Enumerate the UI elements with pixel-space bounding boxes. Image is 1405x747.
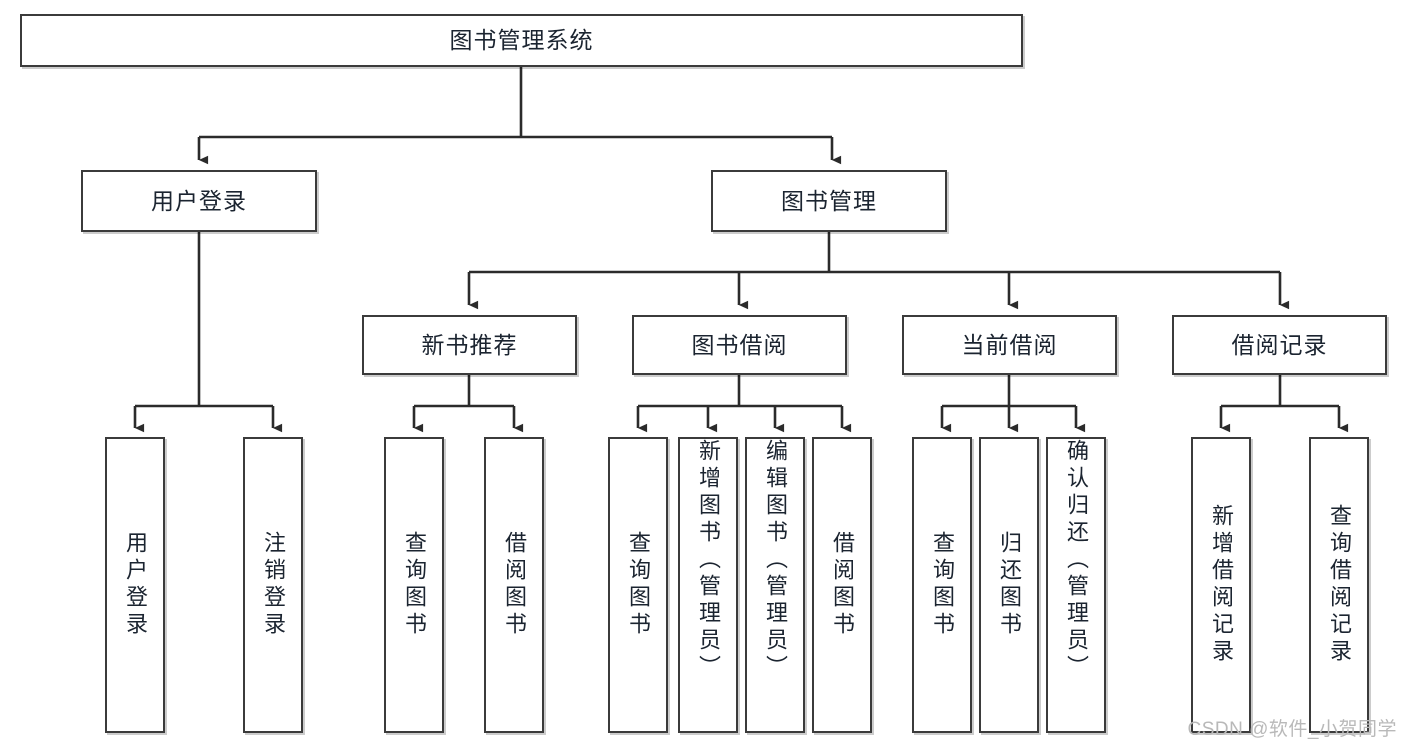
node-book-borrow[interactable]: 图书借阅 — [632, 315, 847, 375]
leaf-current-borrow-confirm-return-admin[interactable]: 确认归还（管理员） — [1046, 437, 1106, 733]
node-label: 借阅记录 — [1231, 331, 1328, 358]
node-label: 归还图书 — [997, 531, 1022, 639]
node-label: 图书管理系统 — [449, 27, 594, 54]
node-borrow-records[interactable]: 借阅记录 — [1172, 315, 1387, 375]
node-label: 查询图书 — [930, 531, 955, 639]
node-label: 新增图书（管理员） — [696, 439, 721, 682]
node-label: 查询图书 — [402, 531, 427, 639]
csdn-watermark: CSDN @软件_小贺同学 — [1187, 719, 1397, 740]
leaf-records-query-borrow-record[interactable]: 查询借阅记录 — [1309, 437, 1369, 733]
node-label: 图书管理 — [781, 187, 877, 214]
node-label: 借阅图书 — [830, 531, 855, 639]
node-label: 用户登录 — [151, 187, 247, 214]
leaf-current-borrow-query-book[interactable]: 查询图书 — [912, 437, 972, 733]
node-new-book-recommend[interactable]: 新书推荐 — [362, 315, 577, 375]
node-label: 查询借阅记录 — [1327, 504, 1352, 666]
leaf-book-borrow-add-book-admin[interactable]: 新增图书（管理员） — [678, 437, 738, 733]
node-current-borrow[interactable]: 当前借阅 — [902, 315, 1117, 375]
leaf-current-borrow-return-book[interactable]: 归还图书 — [979, 437, 1039, 733]
node-label: 图书借阅 — [691, 331, 788, 358]
leaf-records-add-borrow-record[interactable]: 新增借阅记录 — [1191, 437, 1251, 733]
node-book-management[interactable]: 图书管理 — [711, 170, 947, 232]
node-label: 确认归还（管理员） — [1064, 439, 1089, 682]
leaf-user-login-login[interactable]: 用户登录 — [105, 437, 165, 733]
node-label: 注销登录 — [261, 531, 286, 639]
leaf-book-borrow-query-book[interactable]: 查询图书 — [608, 437, 668, 733]
leaf-book-borrow-borrow-book[interactable]: 借阅图书 — [812, 437, 872, 733]
node-user-login[interactable]: 用户登录 — [81, 170, 317, 232]
node-label: 新增借阅记录 — [1209, 504, 1234, 666]
node-label: 当前借阅 — [961, 331, 1058, 358]
node-label: 新书推荐 — [421, 331, 518, 358]
node-label: 编辑图书（管理员） — [763, 439, 788, 682]
node-root-book-management-system[interactable]: 图书管理系统 — [20, 14, 1023, 67]
node-label: 查询图书 — [626, 531, 651, 639]
leaf-book-borrow-edit-book-admin[interactable]: 编辑图书（管理员） — [745, 437, 805, 733]
node-label: 用户登录 — [123, 531, 148, 639]
node-label: 借阅图书 — [502, 531, 527, 639]
leaf-new-book-borrow-book[interactable]: 借阅图书 — [484, 437, 544, 733]
leaf-user-login-logout[interactable]: 注销登录 — [243, 437, 303, 733]
leaf-new-book-query-book[interactable]: 查询图书 — [384, 437, 444, 733]
